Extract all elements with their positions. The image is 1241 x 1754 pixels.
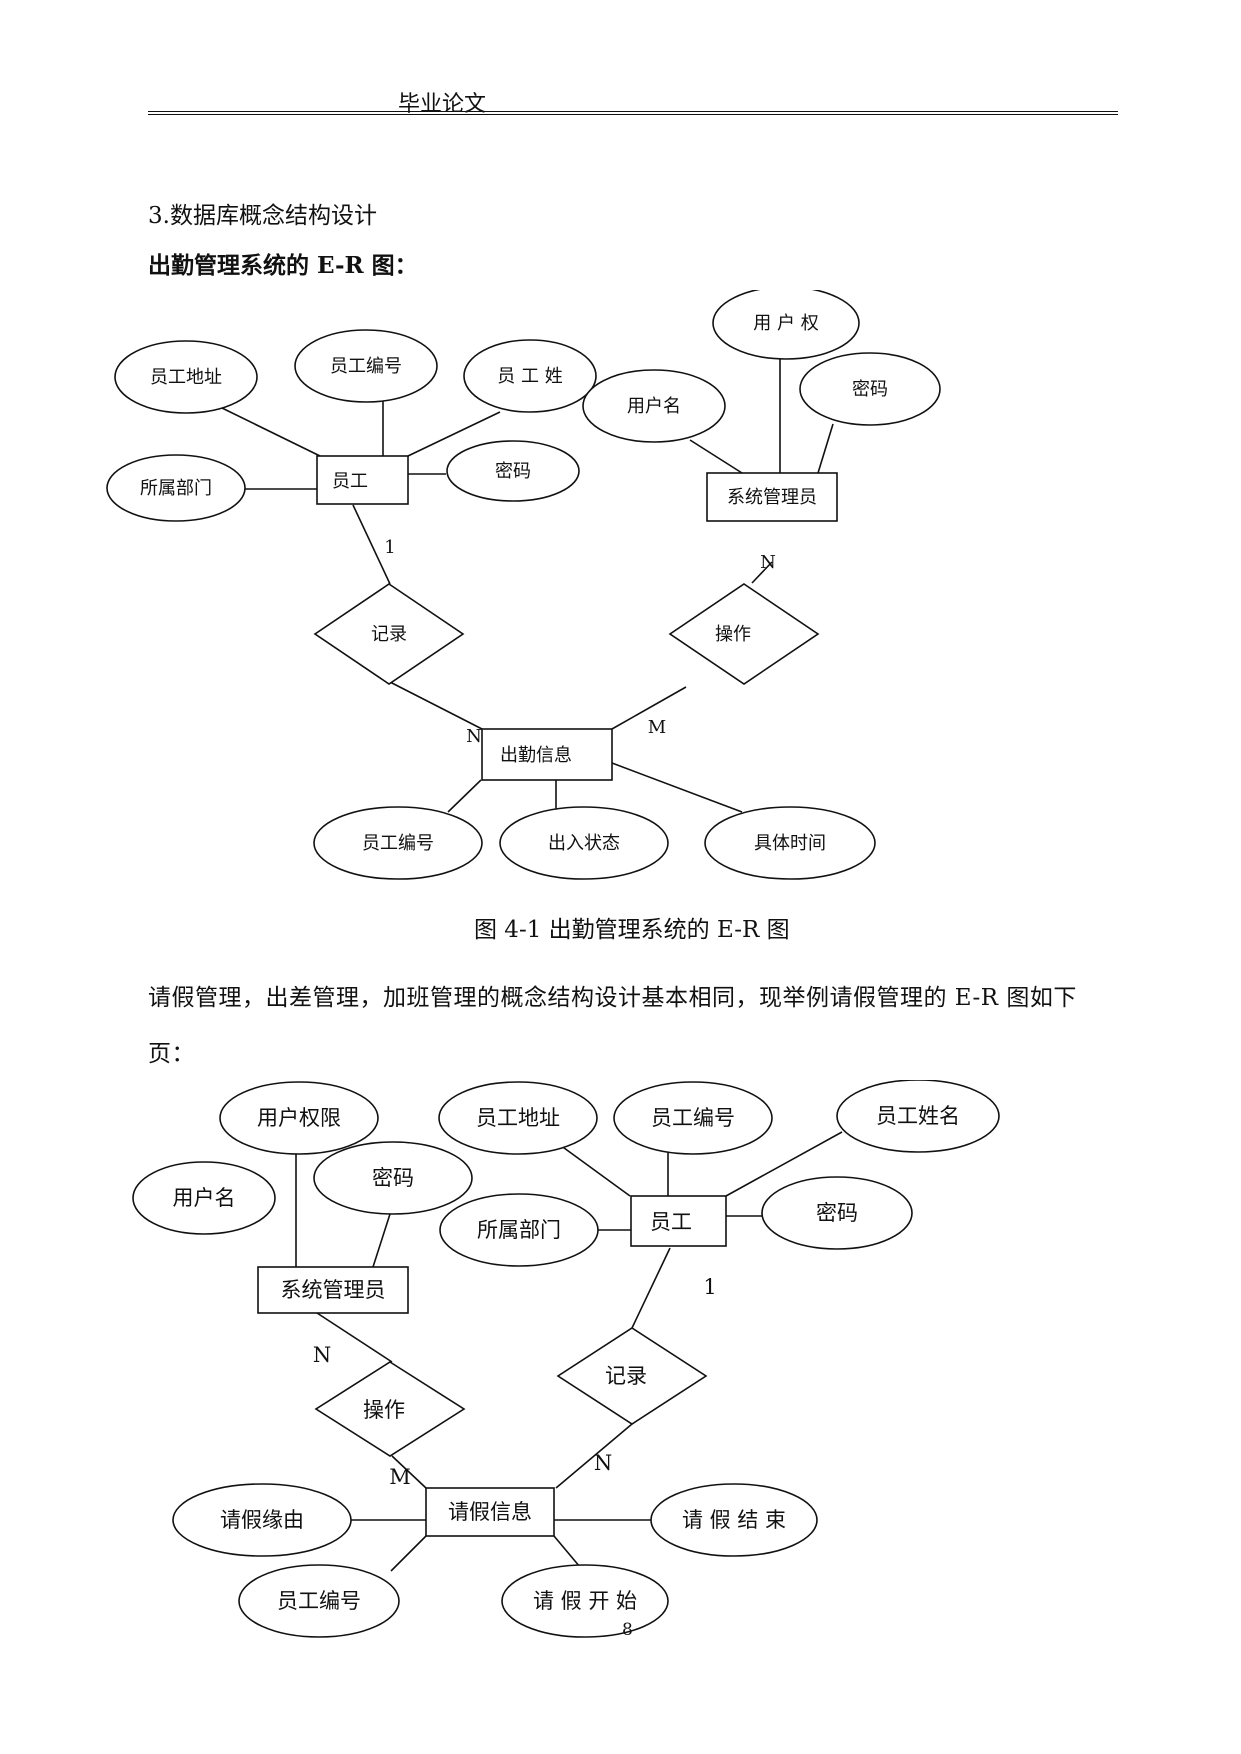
attribute-emp-name: 员工姓名 xyxy=(836,1080,1000,1153)
svg-text:所属部门: 所属部门 xyxy=(140,478,212,499)
svg-text:请假信息: 请假信息 xyxy=(448,1500,532,1524)
attribute-admin-permission: 用 户 权 xyxy=(712,290,860,360)
svg-text:员工: 员工 xyxy=(332,471,368,492)
er-diagram-attendance: 员工地址 员工编号 员 工 姓 所属部门 密码 员工 1 记录 用 户 权 用户… xyxy=(106,290,941,880)
section-heading: 3.数据库概念结构设计 xyxy=(148,203,377,229)
attribute-att-status: 出入状态 xyxy=(499,806,669,880)
svg-text:操作: 操作 xyxy=(363,1398,405,1422)
svg-text:1: 1 xyxy=(384,537,395,558)
svg-text:系统管理员: 系统管理员 xyxy=(281,1278,386,1302)
svg-text:密码: 密码 xyxy=(495,461,531,482)
entity-attendance: 出勤信息 xyxy=(481,728,613,781)
page-header-title: 毕业论文 xyxy=(398,92,487,117)
attribute-emp-name: 员 工 姓 xyxy=(463,339,597,413)
svg-text:请 假 开 始: 请 假 开 始 xyxy=(533,1589,637,1613)
connector-lines xyxy=(295,1131,843,1572)
svg-text:密码: 密码 xyxy=(852,379,888,400)
entity-employee: 员工 xyxy=(630,1195,727,1247)
cardinality-employee-record: 1 xyxy=(384,537,395,558)
attribute-att-time: 具体时间 xyxy=(704,806,876,880)
svg-text:所属部门: 所属部门 xyxy=(477,1218,561,1242)
svg-text:N: N xyxy=(466,726,482,747)
cardinality-employee-record: 1 xyxy=(703,1275,716,1299)
body-paragraph: 请假管理，出差管理，加班管理的概念结构设计基本相同，现举例请假管理的 E-R 图… xyxy=(148,985,1077,1067)
svg-text:员工: 员工 xyxy=(650,1210,692,1234)
cardinality-record-leave: N xyxy=(594,1451,612,1475)
svg-text:N: N xyxy=(760,552,776,573)
svg-text:记录: 记录 xyxy=(605,1364,647,1388)
svg-text:M: M xyxy=(648,717,666,738)
svg-text:密码: 密码 xyxy=(816,1201,858,1225)
attribute-att-emp-id: 员工编号 xyxy=(313,806,483,880)
relationship-record: 记录 xyxy=(556,1327,708,1425)
svg-text:出入状态: 出入状态 xyxy=(548,833,620,854)
attribute-leave-reason: 请假缘由 xyxy=(172,1483,352,1557)
entity-employee: 员工 xyxy=(316,455,409,505)
attribute-emp-password: 密码 xyxy=(761,1176,913,1250)
header-rule-top xyxy=(148,111,1118,112)
entity-sysadmin: 系统管理员 xyxy=(257,1266,409,1314)
entity-leave: 请假信息 xyxy=(425,1487,555,1537)
er-diagram-leave: 用户权限 用户名 密码 系统管理员 N 操作 M 员工地址 员工编号 员工姓名 … xyxy=(132,1080,1000,1638)
relationship-operate: 操作 xyxy=(314,1361,466,1457)
cardinality-admin-operate: N xyxy=(313,1343,331,1367)
cardinality-record-attendance: N xyxy=(466,726,482,747)
attribute-admin-username: 用户名 xyxy=(582,369,726,443)
relationship-operate: 操作 xyxy=(668,583,820,685)
page-number: 8 xyxy=(622,1620,633,1640)
svg-text:员工编号: 员工编号 xyxy=(330,356,402,377)
svg-text:员 工 姓: 员 工 姓 xyxy=(497,366,562,387)
attribute-emp-address: 员工地址 xyxy=(438,1081,598,1155)
svg-text:请 假 结 束: 请 假 结 束 xyxy=(682,1508,786,1532)
svg-text:员工地址: 员工地址 xyxy=(476,1106,560,1130)
svg-text:员工地址: 员工地址 xyxy=(150,367,222,388)
svg-text:用户权限: 用户权限 xyxy=(257,1106,341,1130)
svg-text:记录: 记录 xyxy=(371,624,407,645)
svg-text:系统管理员: 系统管理员 xyxy=(727,487,817,508)
attribute-emp-id: 员工编号 xyxy=(613,1081,773,1155)
cardinality-admin-operate: N xyxy=(760,552,776,573)
attribute-leave-end: 请 假 结 束 xyxy=(650,1483,818,1557)
relationship-record: 记录 xyxy=(313,583,465,685)
cardinality-operate-leave: M xyxy=(389,1465,411,1489)
svg-text:用户名: 用户名 xyxy=(173,1186,236,1210)
attribute-emp-address: 员工地址 xyxy=(114,340,258,414)
attribute-admin-password: 密码 xyxy=(799,352,941,426)
svg-text:出勤信息: 出勤信息 xyxy=(500,745,572,766)
svg-text:M: M xyxy=(389,1465,411,1489)
attribute-leave-start: 请 假 开 始 xyxy=(501,1564,669,1638)
diagram-title: 出勤管理系统的 E-R 图： xyxy=(148,252,418,279)
svg-text:员工姓名: 员工姓名 xyxy=(876,1104,960,1128)
attribute-admin-permission: 用户权限 xyxy=(219,1081,379,1155)
svg-text:N: N xyxy=(313,1343,331,1367)
cardinality-operate-attendance: M xyxy=(648,717,666,738)
svg-text:员工编号: 员工编号 xyxy=(362,833,434,854)
attribute-emp-dept: 所属部门 xyxy=(439,1193,599,1267)
attribute-admin-password: 密码 xyxy=(313,1141,473,1215)
connector-lines xyxy=(221,359,834,814)
attribute-emp-password: 密码 xyxy=(446,440,580,502)
attribute-leave-emp-id: 员工编号 xyxy=(238,1564,400,1638)
svg-text:用户名: 用户名 xyxy=(627,396,681,417)
attribute-emp-id: 员工编号 xyxy=(294,329,438,403)
svg-text:员工编号: 员工编号 xyxy=(651,1106,735,1130)
svg-text:1: 1 xyxy=(703,1275,716,1299)
attribute-admin-username: 用户名 xyxy=(132,1161,276,1235)
entity-sysadmin: 系统管理员 xyxy=(706,472,838,522)
svg-text:请假缘由: 请假缘由 xyxy=(220,1508,304,1532)
svg-text:操作: 操作 xyxy=(715,624,751,645)
svg-text:N: N xyxy=(594,1451,612,1475)
svg-text:员工编号: 员工编号 xyxy=(277,1589,361,1613)
svg-text:具体时间: 具体时间 xyxy=(754,833,826,854)
header-rule-bottom xyxy=(148,114,1118,115)
figure-caption: 图 4-1 出勤管理系统的 E-R 图 xyxy=(474,917,790,943)
svg-text:密码: 密码 xyxy=(372,1166,414,1190)
svg-text:用 户 权: 用 户 权 xyxy=(753,313,818,334)
attribute-emp-dept: 所属部门 xyxy=(106,454,246,522)
